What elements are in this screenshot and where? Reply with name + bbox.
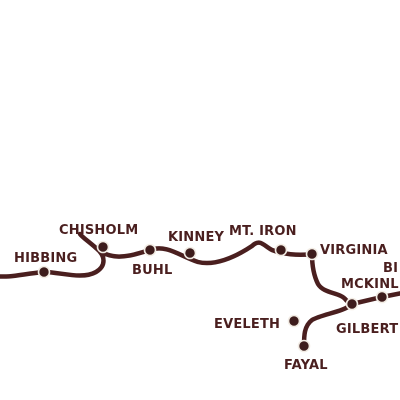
town-label-kinney: KINNEY — [168, 230, 225, 245]
stop-marker-kinney — [183, 246, 197, 260]
stop-marker-hibbing — [37, 265, 51, 279]
stop-marker-biwabik — [375, 290, 389, 304]
town-label-biwabik: BI — [383, 261, 398, 276]
stop-marker-mt-iron — [274, 243, 288, 257]
town-label-virginia: VIRGINIA — [320, 243, 388, 258]
town-labels: HIBBING CHISHOLM BUHL KINNEY MT. IRON VI… — [14, 223, 399, 373]
stop-marker-virginia — [305, 247, 319, 261]
town-label-eveleth: EVELETH — [214, 317, 280, 332]
town-label-hibbing: HIBBING — [14, 251, 77, 266]
town-label-chisholm: CHISHOLM — [59, 223, 138, 238]
stop-marker-eveleth — [287, 314, 301, 328]
town-stops — [37, 240, 389, 353]
town-label-fayal: FAYAL — [284, 358, 328, 373]
route-fayal-branch — [301, 301, 355, 349]
town-label-buhl: BUHL — [132, 263, 172, 278]
town-label-gilbert: GILBERT — [336, 322, 398, 337]
stop-marker-chisholm — [96, 240, 110, 254]
stop-marker-mckinley — [345, 297, 359, 311]
town-label-mt-iron: MT. IRON — [229, 224, 297, 239]
stop-marker-buhl — [143, 243, 157, 257]
town-label-mckinley: MCKINL — [341, 277, 399, 292]
stop-marker-fayal — [297, 339, 311, 353]
